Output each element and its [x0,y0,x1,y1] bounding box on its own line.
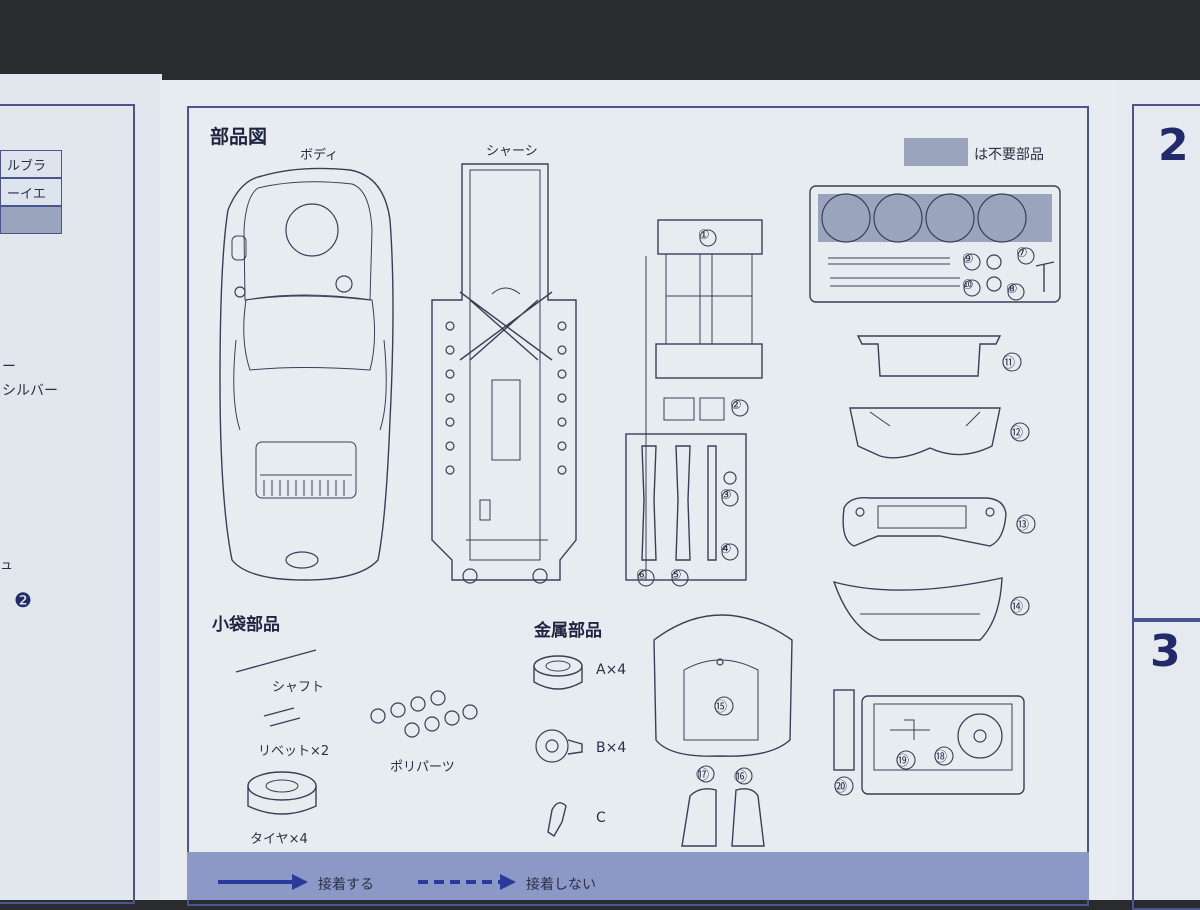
part-15-drawing [653,614,793,757]
part-number-19: ⑲ [896,754,910,769]
part-number-18: ⑱ [934,750,948,765]
parts-3-6-drawing [625,433,747,581]
part-number-14: ⑭ [1010,600,1024,615]
metal-a-drawing [533,655,583,690]
part-12-drawing [849,407,1001,459]
part-number-4: ④ [720,542,732,557]
ref-number: ❷ [14,588,32,612]
part-number-5: ⑤ [670,568,682,583]
part-number-12: ⑫ [1010,426,1024,441]
part-number-7: ⑦ [1016,246,1028,261]
legend-glue-label: 接着する [318,877,374,893]
chassis-drawing [431,163,577,584]
shaft-drawing [235,649,317,673]
right-page-frame-top [1132,104,1200,620]
part-number-1: ① [698,228,710,243]
part-number-15: ⑮ [714,700,728,715]
color-table-row-3 [0,206,62,234]
tire-label: タイヤ×4 [250,832,308,847]
shaft-label: シャフト [272,680,325,695]
metal-c-drawing [547,802,567,837]
part-number-3: ③ [720,488,732,503]
instrument-sprue-drawing [809,185,1061,303]
chassis-holes-left [445,321,455,475]
step-2-number: 2 [1158,120,1189,171]
metal-c-label: C [596,810,606,826]
silver-label: シルバー [2,383,58,399]
part-number-2: ② [730,398,742,413]
legend-bar [187,852,1089,900]
tire-drawing [247,771,317,815]
rivet-drawing [263,707,301,727]
metal-b-drawing [535,729,583,763]
part-number-6: ⑥ [636,568,648,583]
part-number-8: ⑧ [1006,282,1018,297]
parts-16-17-drawing [681,788,765,847]
not-needed-label: は不要部品 [974,147,1044,163]
chassis-holes-right [557,321,567,475]
part-13-drawing [842,497,1007,547]
glue-arrow [218,874,308,890]
part-14-drawing [832,577,1003,641]
poly-parts-drawing [370,690,478,738]
no-glue-arrow [418,874,516,890]
body-label: ボディ [300,148,339,163]
small-bag-title: 小袋部品 [212,615,280,635]
part-number-10: ⑩ [962,278,974,293]
part-number-20: ⑳ [834,780,848,795]
part-number-13: ⑬ [1016,518,1030,533]
part-number-11: ⑪ [1002,356,1016,371]
metal-b-label: B×4 [596,740,627,756]
part-number-17: ⑰ [696,768,710,783]
chassis-label: シャーシ [486,144,538,159]
small-mark: ュ [0,558,14,573]
dash-label: ー [2,359,16,375]
page-title: 部品図 [210,126,268,148]
metal-a-label: A×4 [596,662,627,678]
part-number-badges [637,229,1036,796]
part-number-9: ⑨ [962,252,974,267]
part-number-16: ⑯ [734,770,748,785]
not-needed-swatch [904,138,968,166]
step-3-number: 3 [1150,626,1181,677]
rivet-label: リベット×2 [258,744,330,759]
metal-title: 金属部品 [534,621,602,641]
part-11-drawing [856,335,1002,377]
body-drawing [219,167,394,581]
parts-18-20-drawing [833,689,1025,795]
part-1-drawing [645,219,763,581]
poly-label: ポリパーツ [390,760,455,775]
legend-no-glue-label: 接着しない [526,877,596,893]
left-page: ルブラック ーイエロー ー シルバー ュ ❷ [0,74,162,904]
